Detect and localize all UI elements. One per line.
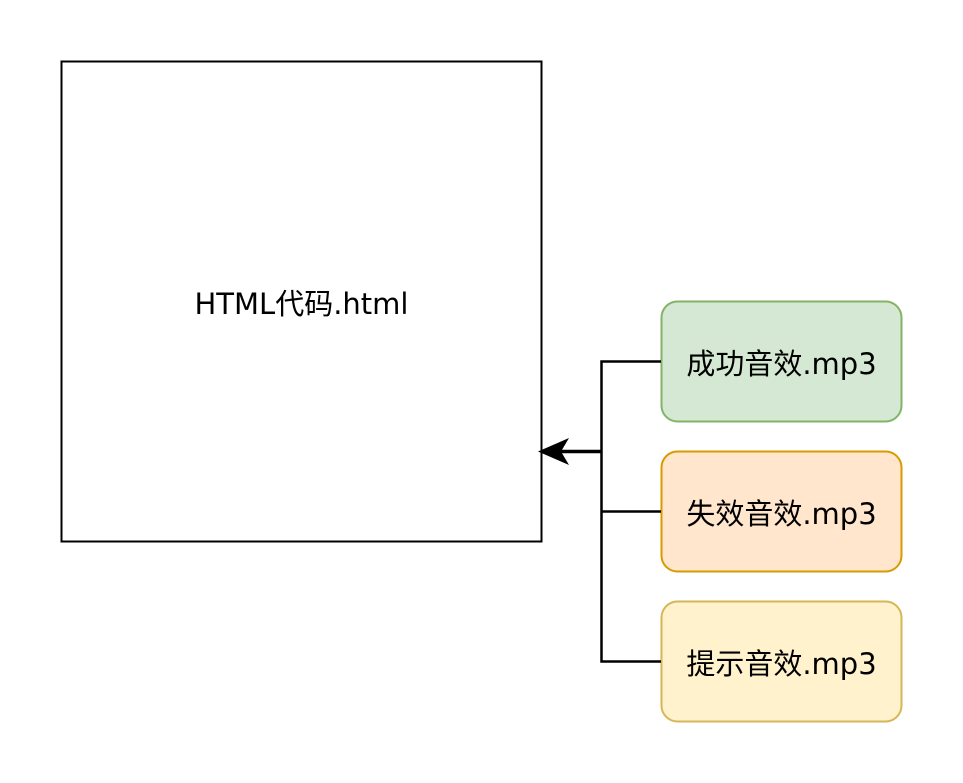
hint-sound-label: 提示音效.mp3 — [686, 646, 877, 681]
fail-sound-label: 失效音效.mp3 — [686, 496, 877, 531]
html-file-label: HTML代码.html — [194, 286, 409, 321]
hint-sound-box[interactable] — [660, 600, 903, 723]
fail-sound-box[interactable] — [660, 450, 903, 573]
connector-lines — [552, 360, 661, 663]
html-file-box[interactable] — [60, 60, 543, 543]
arrowhead-icon — [538, 438, 569, 465]
success-sound-label: 成功音效.mp3 — [686, 346, 877, 381]
success-sound-box[interactable] — [660, 300, 903, 423]
